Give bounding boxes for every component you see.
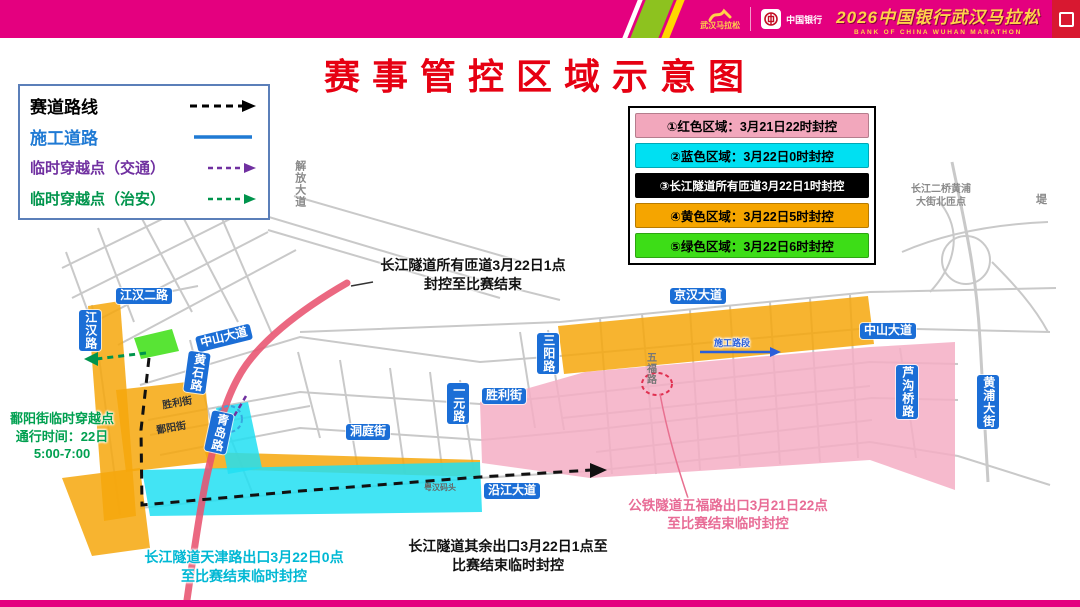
annotation-other-exits: 长江隧道其余出口3月22日1点至 比赛结束临时封控 bbox=[408, 538, 608, 573]
street-label-jianghan-2-road: 江汉二路 bbox=[116, 288, 173, 304]
street-label-wufu-road: 五福路 bbox=[644, 352, 656, 385]
street-label-yiyuan-road: 一元路 bbox=[447, 383, 469, 424]
street-label-shengli-street: 胜利街 bbox=[482, 388, 527, 404]
street-label-huangpu-street: 黄浦大街 bbox=[977, 375, 999, 429]
legend-route-construction: 施工道路 bbox=[26, 121, 262, 152]
legend-race-label: 赛道路线 bbox=[30, 98, 98, 117]
annotation-poyang-crossing: 鄱阳街临时穿越点 通行时间：22日 5:00-7:00 bbox=[9, 411, 114, 462]
green-zone bbox=[134, 329, 179, 359]
security-crossing-arrow-line bbox=[95, 351, 147, 361]
legend-construction-label: 施工道路 bbox=[30, 129, 98, 148]
street-label-lugouqiao-road: 芦沟桥路 bbox=[896, 365, 918, 419]
legend-zone-blue: ②蓝色区域：3月22日0时封控 bbox=[635, 143, 869, 168]
street-label-jianghan-road: 江汉路 bbox=[79, 310, 101, 351]
yellow-zone-bottom-left bbox=[62, 468, 150, 556]
event-subtitle: BANK OF CHINA WUHAN MARATHON bbox=[854, 28, 1023, 36]
construction-road-sample-icon bbox=[194, 134, 252, 139]
label-yuehan-wharf: 粤汉码头 bbox=[424, 483, 456, 492]
legend-crossing-traffic-label: 临时穿越点（交通） bbox=[30, 160, 166, 177]
race-route-sample-icon bbox=[190, 99, 256, 112]
annotation-tunnel-all-ramps: 长江隧道所有匝道3月22日1点 封控至比赛结束 bbox=[380, 257, 566, 292]
wuhan-marathon-logo: 武汉马拉松 bbox=[700, 8, 740, 31]
page-title: 赛事管控区域示意图 bbox=[323, 56, 756, 97]
street-label-dongting-street: 洞庭街 bbox=[346, 424, 391, 440]
legend-zone-red: ①红色区域：3月21日22时封控 bbox=[635, 113, 869, 138]
legend-crossing-security-label: 临时穿越点（治安） bbox=[30, 191, 166, 208]
street-label-shengli-street-small: 胜利街 bbox=[161, 395, 194, 412]
crossing-traffic-sample-icon bbox=[208, 162, 256, 173]
race-route-arrowhead-icon bbox=[590, 463, 607, 478]
footer-strip bbox=[0, 600, 1080, 607]
corner-mark-icon bbox=[1058, 11, 1074, 27]
boc-coin-icon bbox=[761, 9, 782, 29]
legend-route-crossing-traffic: 临时穿越点（交通） bbox=[26, 152, 262, 183]
legend-route-race: 赛道路线 bbox=[26, 90, 262, 121]
street-label-zhongshan-avenue-west: 中山大道 bbox=[194, 323, 254, 353]
street-label-yanjiang-avenue: 沿江大道 bbox=[484, 483, 541, 499]
event-title: 2026中国银行武汉马拉松 bbox=[836, 7, 1040, 27]
street-label-qingdao-road: 青岛路 bbox=[203, 410, 234, 455]
header-divider bbox=[750, 7, 752, 31]
legend-zones: ①红色区域：3月21日22时封控 ②蓝色区域：3月22日0时封控 ③长江隧道所有… bbox=[628, 106, 876, 265]
annotation-wufu-exit: 公铁隧道五福路出口3月21日22点 至比赛结束临时封控 bbox=[628, 498, 828, 532]
annotation-tianjin-exit: 长江隧道天津路出口3月22日0点 至比赛结束临时封控 bbox=[144, 549, 344, 584]
header-bar: 武汉马拉松 中国银行 2026中国银行武汉马拉松 BANK OF CHINA W… bbox=[0, 0, 1080, 38]
header-title-block: 2026中国银行武汉马拉松 BANK OF CHINA WUHAN MARATH… bbox=[836, 3, 1040, 36]
yellow-zone-right-band bbox=[558, 296, 874, 374]
construction-arrowhead-icon bbox=[770, 347, 781, 357]
header-corner-badge bbox=[1052, 0, 1080, 38]
legend-zone-yellow: ④黄色区域：3月22日5时封控 bbox=[635, 203, 869, 228]
legend-zone-tunnel: ③长江隧道所有匝道3月22日1时封控 bbox=[635, 173, 869, 198]
boc-logo-label: 中国银行 bbox=[786, 14, 823, 25]
street-label-huangshi-road: 黄石路 bbox=[183, 350, 211, 395]
legend-zone-green: ⑤绿色区域：3月22日6时封控 bbox=[635, 233, 869, 258]
legend-route-crossing-security: 临时穿越点（治安） bbox=[26, 183, 262, 214]
bank-of-china-logo: 中国银行 bbox=[761, 9, 822, 29]
label-bridge-ramp-note: 长江二桥黄浦 大街北匝点 bbox=[911, 184, 971, 208]
street-label-zhongshan-avenue-east: 中山大道 bbox=[860, 323, 917, 339]
legend-routes: 赛道路线 施工道路 临时穿越点（交通） 临时穿越点（治安） bbox=[18, 84, 270, 220]
security-crossing-arrowhead-icon bbox=[84, 352, 98, 366]
street-label-jinghan-avenue: 京汉大道 bbox=[670, 288, 727, 304]
street-label-poyang-street-small: 鄱阳街 bbox=[155, 420, 188, 437]
marathon-logo-label: 武汉马拉松 bbox=[700, 20, 741, 30]
marathon-emblem-icon bbox=[708, 8, 732, 22]
annotation-construction-segment: 施工路段 bbox=[713, 338, 750, 348]
crossing-security-sample-icon bbox=[208, 193, 256, 204]
street-label-jiefang-avenue: 解放大道 bbox=[293, 160, 306, 208]
wufu-callout-line bbox=[659, 393, 689, 499]
street-label-sanyang-road: 三阳路 bbox=[537, 333, 559, 374]
label-dike: 堤 bbox=[1036, 194, 1047, 206]
yellow-zone-mid-band bbox=[205, 452, 480, 477]
